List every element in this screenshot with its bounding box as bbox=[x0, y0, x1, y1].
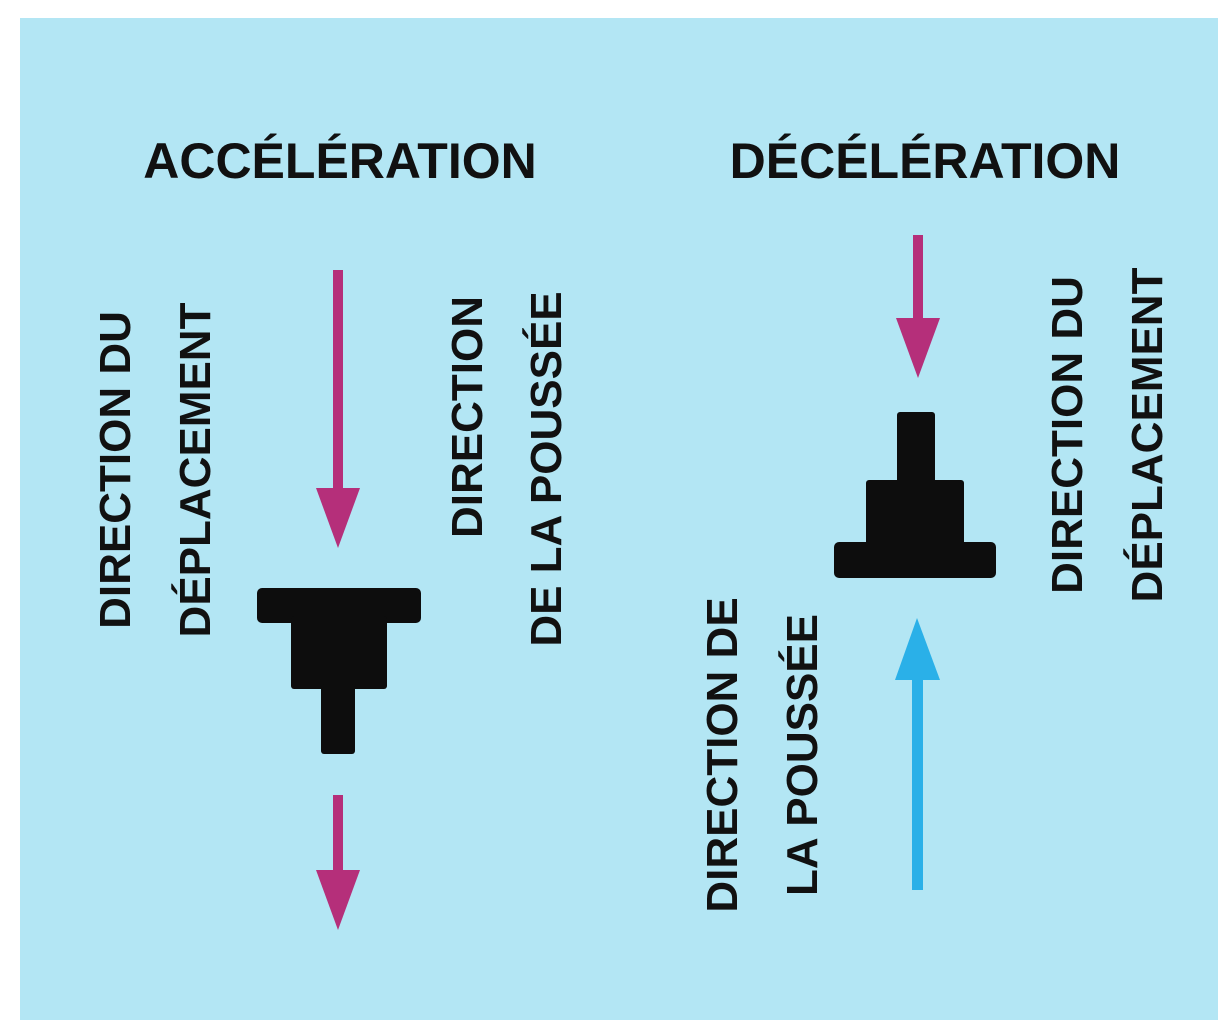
acceleration-thrust-label-line1: DIRECTION bbox=[443, 296, 492, 538]
deceleration-thrust-label-line1: DIRECTION DE bbox=[698, 597, 747, 912]
acceleration-movement-label-line2: DÉPLACEMENT bbox=[170, 302, 220, 637]
acceleration-movement-label-line1: DIRECTION DU bbox=[91, 311, 140, 629]
deceleration-movement-label-line1: DIRECTION DU bbox=[1043, 276, 1092, 594]
deceleration-movement-label-line2: DÉPLACEMENT bbox=[1122, 267, 1172, 602]
diagram-panel bbox=[20, 18, 1218, 1020]
deceleration-thrust-label-line2: LA POUSSÉE bbox=[777, 614, 827, 896]
acceleration-movement-arrow-upper bbox=[316, 270, 360, 548]
deceleration-thrust-arrow bbox=[895, 618, 940, 890]
deceleration-title: DÉCÉLÉRATION bbox=[730, 133, 1121, 189]
acceleration-thrust-label-line2: DE LA POUSSÉE bbox=[521, 291, 571, 646]
deceleration-spacecraft-block bbox=[834, 412, 996, 578]
deceleration-movement-arrow bbox=[896, 235, 940, 378]
acceleration-movement-arrow-lower bbox=[316, 795, 360, 930]
acceleration-title: ACCÉLÉRATION bbox=[143, 133, 537, 189]
acceleration-spacecraft-block bbox=[257, 588, 421, 754]
